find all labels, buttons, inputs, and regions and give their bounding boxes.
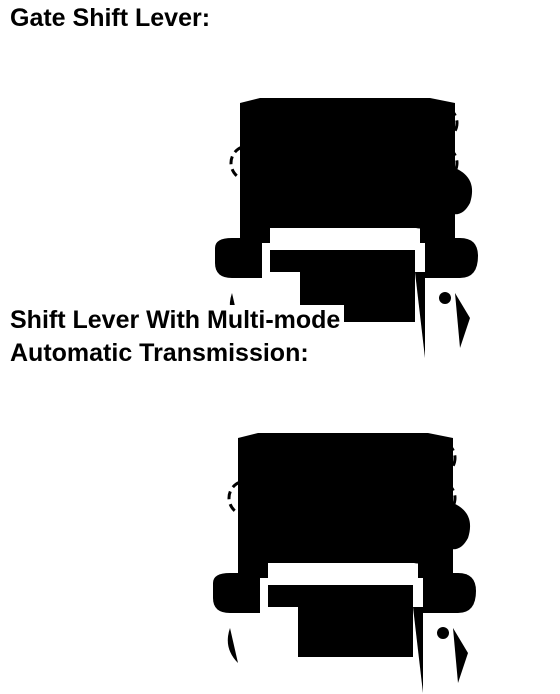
gate-shift-lever-label: Gate Shift Lever: — [10, 3, 215, 33]
multimode-shift-lever-drawing — [211, 361, 478, 694]
multimode-label-line1: Shift Lever With Multi-mode — [10, 305, 345, 335]
multimode-label-line2: Automatic Transmission: — [10, 338, 313, 368]
